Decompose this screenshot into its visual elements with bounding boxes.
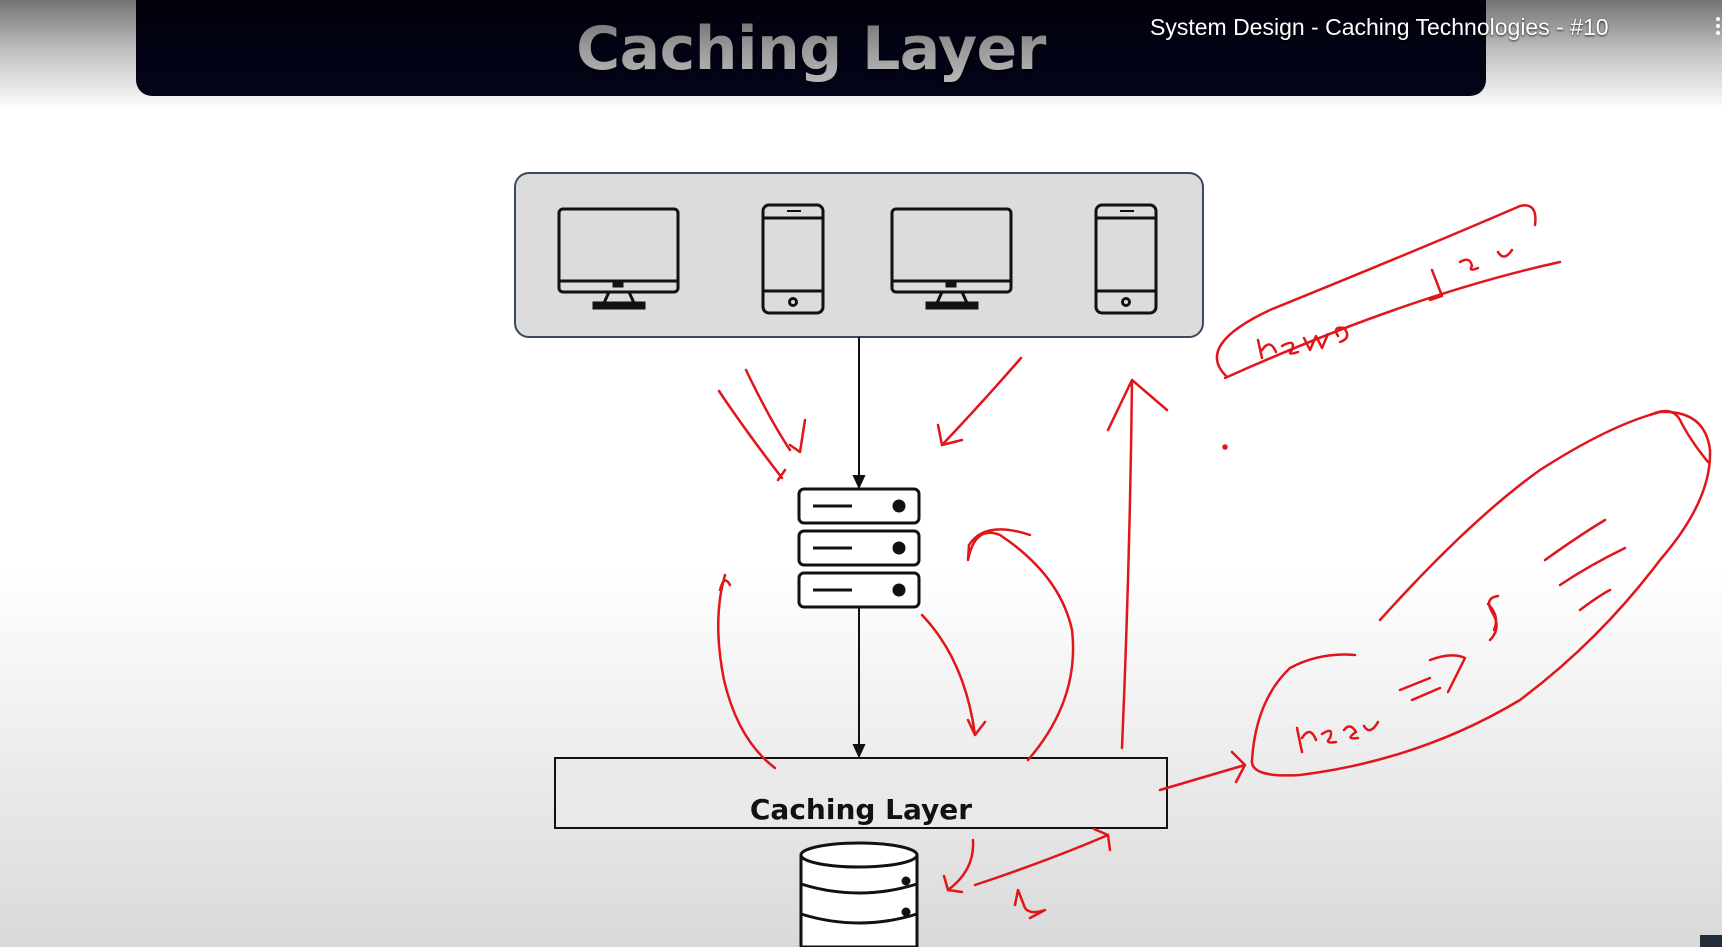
arrow-clients-to-server [852, 337, 866, 490]
phone-icon [1094, 203, 1158, 315]
desktop-icon [890, 207, 1013, 310]
more-options-icon[interactable] [1708, 14, 1722, 42]
desktop-icon [557, 207, 680, 310]
player-corner-control[interactable] [1700, 935, 1722, 947]
video-title[interactable]: System Design - Caching Technologies - #… [1150, 14, 1609, 40]
red-ink-annotations [717, 204, 1712, 920]
caching-layer-label: Caching Layer [749, 792, 973, 826]
phone-icon [761, 203, 825, 315]
arrow-server-to-cache [852, 607, 866, 759]
caching-layer-box [554, 757, 1168, 829]
server-rack-icon [797, 487, 921, 609]
database-icon [799, 841, 919, 947]
slide-title: Caching Layer [576, 14, 1046, 84]
